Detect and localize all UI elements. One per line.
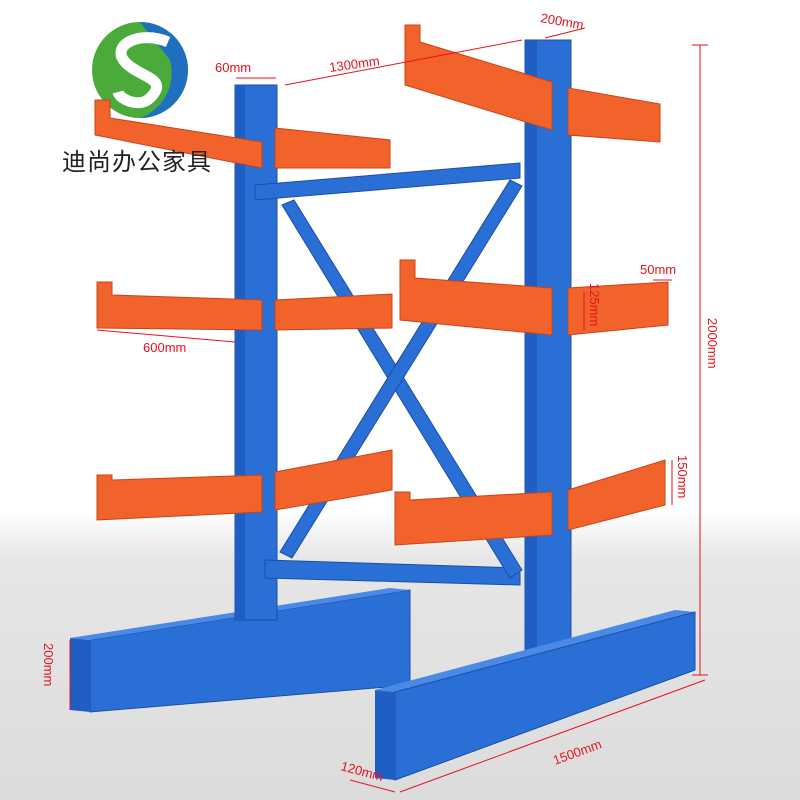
dim-base-length: 1500mm	[551, 736, 604, 767]
brand-name: 迪尚办公家具	[62, 148, 212, 176]
dim-arm-end-height: 150mm	[675, 455, 690, 498]
dim-base-height: 200mm	[41, 643, 56, 686]
dimension-lines	[69, 27, 708, 793]
left-column	[234, 84, 278, 621]
right-base	[375, 610, 696, 781]
brand-logo	[92, 22, 188, 118]
dim-arm-width: 200mm	[539, 10, 584, 32]
dim-total-height: 2000mm	[705, 318, 720, 369]
dim-arm-length: 600mm	[143, 340, 186, 355]
dim-arm-lip: 50mm	[640, 262, 676, 277]
dim-column-spacing: 1300mm	[328, 53, 380, 75]
dim-column-width: 60mm	[215, 60, 251, 75]
arms	[94, 24, 669, 546]
dim-arm-height: 125mm	[587, 283, 602, 326]
right-column	[524, 39, 572, 666]
